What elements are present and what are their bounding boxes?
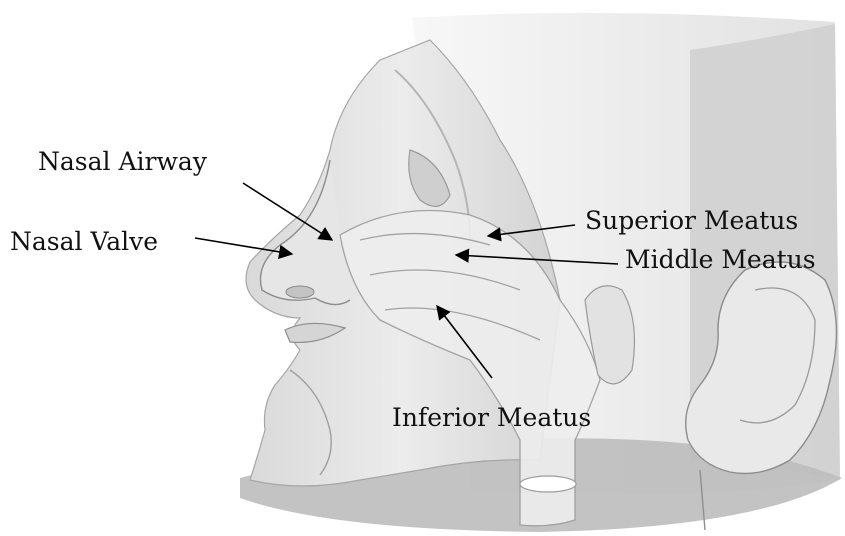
- pharynx-opening: [520, 476, 576, 492]
- label-nasal-valve: Nasal Valve: [10, 227, 158, 256]
- label-middle-meatus: Middle Meatus: [625, 245, 816, 274]
- nostril: [286, 286, 314, 298]
- label-superior-meatus: Superior Meatus: [585, 206, 798, 235]
- label-inferior-meatus: Inferior Meatus: [392, 403, 591, 432]
- label-nasal-airway: Nasal Airway: [38, 147, 208, 176]
